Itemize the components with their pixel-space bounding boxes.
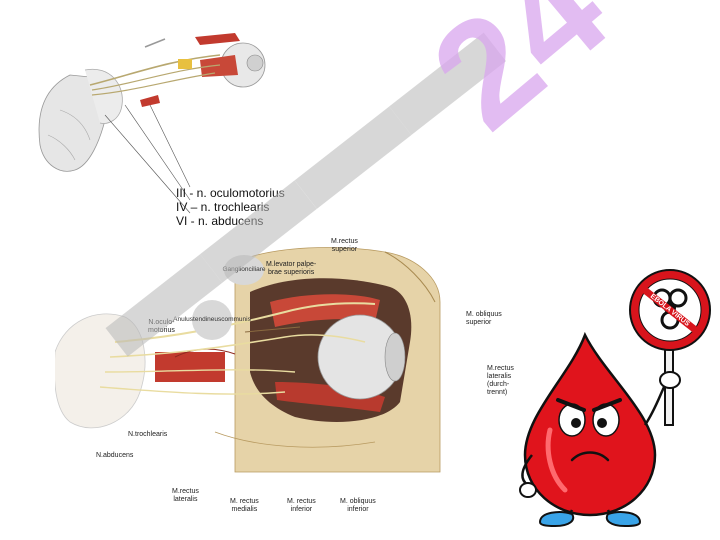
legend-oculomotorius: III - n. oculomotorius (176, 186, 285, 200)
abducens-label: N.abducens (96, 452, 134, 459)
levator-label: M.levator palpe-brae superioris (266, 261, 317, 276)
watermark-text: 24 (401, 0, 638, 161)
oculomotorius-label: N.oculo-motorius (148, 319, 175, 334)
legend-trochlearis: IV – n. trochlearis (176, 200, 270, 214)
blood-drop-mascot: EBOLA VIRUS (519, 269, 711, 528)
orbit-anatomy-illustration (55, 247, 441, 473)
nerve-eye-sketch (38, 33, 266, 214)
trochlearis-label: N.trochlearis (128, 431, 168, 438)
legend-abducens: VI - n. abducens (176, 214, 264, 228)
